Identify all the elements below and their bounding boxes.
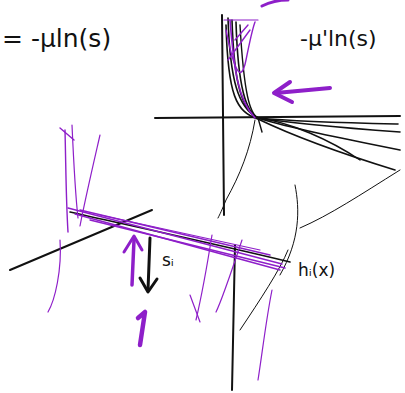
slack-label: sᵢ	[162, 252, 174, 269]
scaled-barrier-label: -μ'ln(s)	[300, 28, 377, 50]
objective-label: = -μln(s)	[2, 26, 111, 51]
constraint-label: hᵢ(x)	[298, 262, 335, 279]
